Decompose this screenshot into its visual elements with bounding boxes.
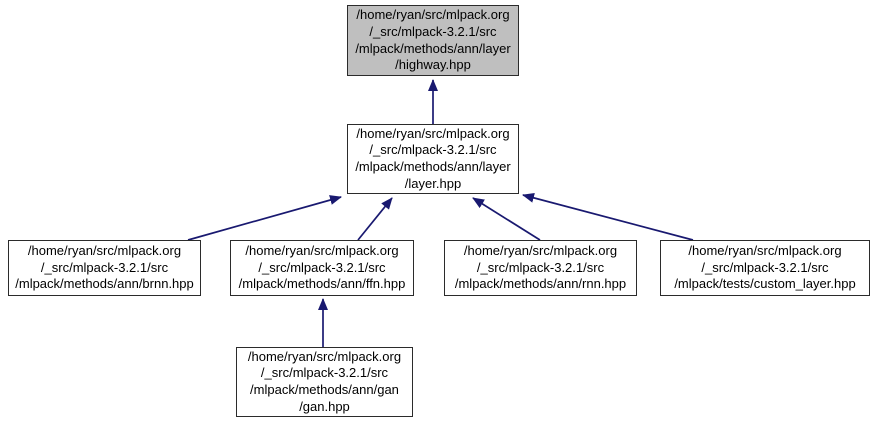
edge-rnn-to-layer	[472, 197, 541, 241]
node-gan-hpp[interactable]: /home/ryan/src/mlpack.org /_src/mlpack-3…	[236, 347, 413, 417]
node-ffn-hpp[interactable]: /home/ryan/src/mlpack.org /_src/mlpack-3…	[230, 240, 414, 296]
node-custom-layer-hpp[interactable]: /home/ryan/src/mlpack.org /_src/mlpack-3…	[660, 240, 870, 296]
node-layer-hpp[interactable]: /home/ryan/src/mlpack.org /_src/mlpack-3…	[347, 124, 519, 194]
edge-brnn-to-layer	[187, 195, 342, 241]
node-rnn-hpp[interactable]: /home/ryan/src/mlpack.org /_src/mlpack-3…	[444, 240, 637, 296]
edge-ffn-to-layer	[357, 197, 393, 241]
node-brnn-hpp[interactable]: /home/ryan/src/mlpack.org /_src/mlpack-3…	[8, 240, 201, 296]
node-highway-hpp: /home/ryan/src/mlpack.org /_src/mlpack-3…	[347, 5, 519, 76]
edge-custom-layer-to-layer	[522, 192, 694, 241]
